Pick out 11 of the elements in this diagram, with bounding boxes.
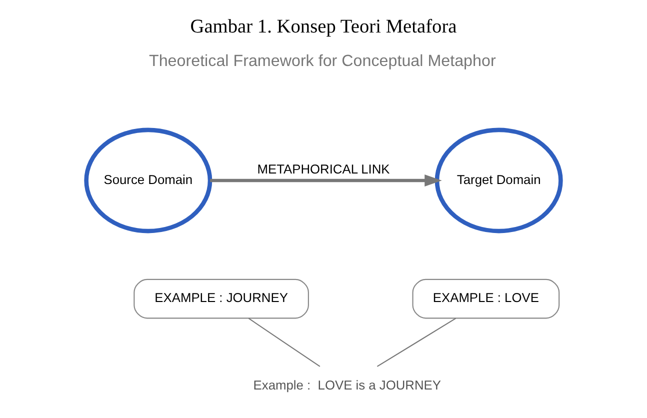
node-ellipse: Source Domain <box>84 128 212 234</box>
edge-label: METAPHORICAL LINK <box>257 162 390 177</box>
node-ellipse: Target Domain <box>434 128 563 234</box>
node-box: EXAMPLE : JOURNEY <box>134 278 309 319</box>
node-text: Example : LOVE is a JOURNEY <box>253 377 442 392</box>
connector <box>248 318 320 367</box>
arrow <box>210 174 442 187</box>
diagram-title: Gambar 1. Konsep Teori Metafora <box>190 16 457 38</box>
node-box: EXAMPLE : LOVE <box>412 278 560 319</box>
label: Theoretical Framework for Conceptual Metaphor <box>149 52 496 70</box>
connector <box>376 318 456 367</box>
